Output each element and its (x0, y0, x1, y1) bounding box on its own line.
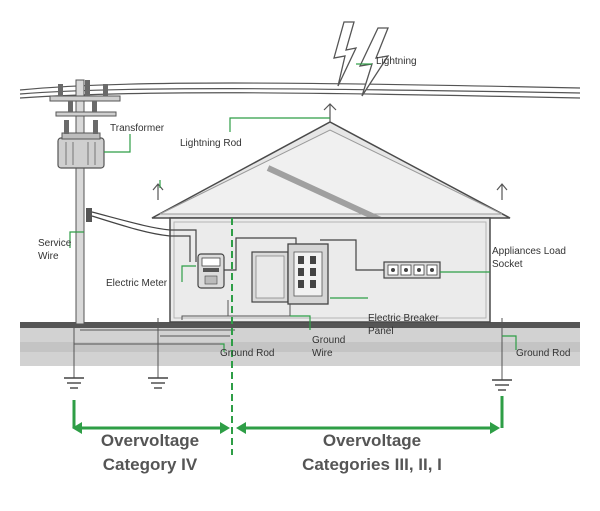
lightning-bolt-icon (333, 21, 390, 97)
category-iii-line1: Overvoltage (323, 431, 421, 450)
category-iii-line2: Categories III, II, I (302, 455, 442, 474)
label-transformer: Transformer (110, 123, 165, 134)
label-breaker-2: Panel (368, 326, 394, 337)
label-service-wire-2: Wire (38, 251, 59, 262)
category-iv-line1: Overvoltage (101, 431, 199, 450)
label-leaders (69, 63, 517, 352)
label-appliances-2: Socket (492, 259, 523, 270)
lightning-rod-icon (152, 103, 508, 200)
transformer-icon (57, 120, 105, 169)
label-appliances-1: Appliances Load (492, 246, 566, 257)
socket-strip-icon (383, 261, 441, 279)
electric-meter-icon (197, 253, 225, 289)
label-ground-rod-right: Ground Rod (516, 348, 570, 359)
label-ground-wire-2: Wire (312, 348, 333, 359)
label-lightning-rod: Lightning Rod (180, 138, 242, 149)
service-wire (91, 211, 171, 237)
label-electric-meter: Electric Meter (106, 278, 168, 289)
category-iv-line2: Category IV (103, 455, 198, 474)
label-service-wire-1: Service (38, 238, 72, 249)
label-breaker-1: Electric Breaker (368, 313, 439, 324)
ground (20, 322, 580, 366)
insulator-icon (58, 80, 108, 112)
power-lines (19, 82, 581, 99)
ground-rod-icon (64, 377, 512, 391)
label-ground-rod-left: Ground Rod (220, 348, 274, 359)
category-iii-arrow (236, 396, 504, 434)
electric-breaker-panel-icon (251, 243, 329, 305)
house (151, 121, 511, 323)
ground-wire (73, 300, 503, 380)
house-wiring (170, 229, 384, 271)
category-iv-arrow (72, 400, 230, 434)
label-lightning: Lightning (376, 56, 417, 67)
utility-pole (49, 79, 121, 325)
label-ground-wire-1: Ground (312, 335, 345, 346)
